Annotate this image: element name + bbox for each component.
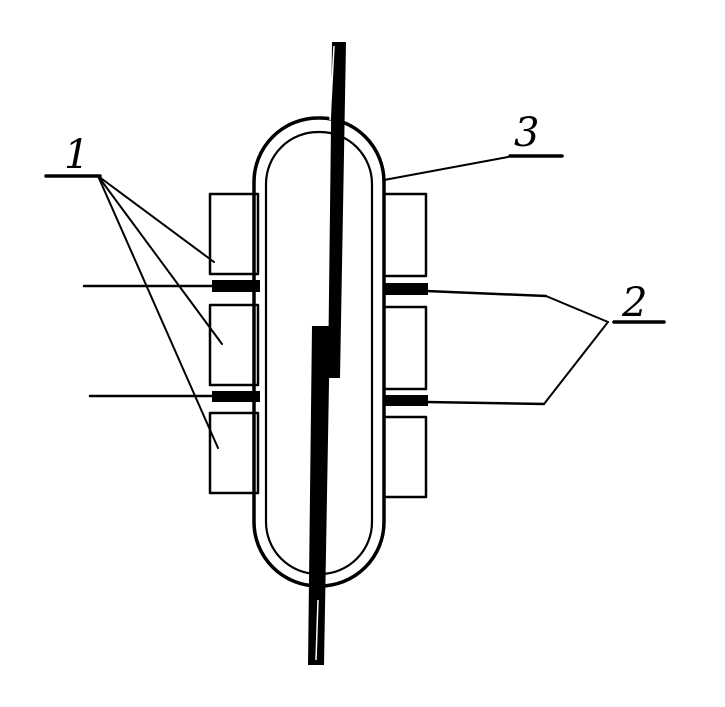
lower-reed: [308, 326, 330, 665]
label-2: 2: [621, 280, 647, 326]
lead-wires: [82, 280, 548, 406]
leader-lines-2: [543, 295, 666, 405]
coil-section-left-top: [208, 192, 260, 276]
coil-section-right-bottom: [382, 415, 428, 499]
right-coil-sections: [382, 192, 428, 499]
left-coil-sections: [208, 192, 260, 495]
coil-section-left-bottom: [208, 411, 260, 495]
leader-lines-1: [44, 174, 223, 449]
coil-section-right-top: [382, 192, 428, 278]
reed-contacts: [308, 42, 346, 665]
upper-reed: [328, 42, 346, 378]
label-1: 1: [64, 132, 89, 178]
label-3: 3: [514, 110, 539, 156]
coil-section-left-middle: [208, 303, 260, 387]
coil-section-right-middle: [382, 305, 428, 391]
leader-lines-3: [383, 154, 564, 181]
